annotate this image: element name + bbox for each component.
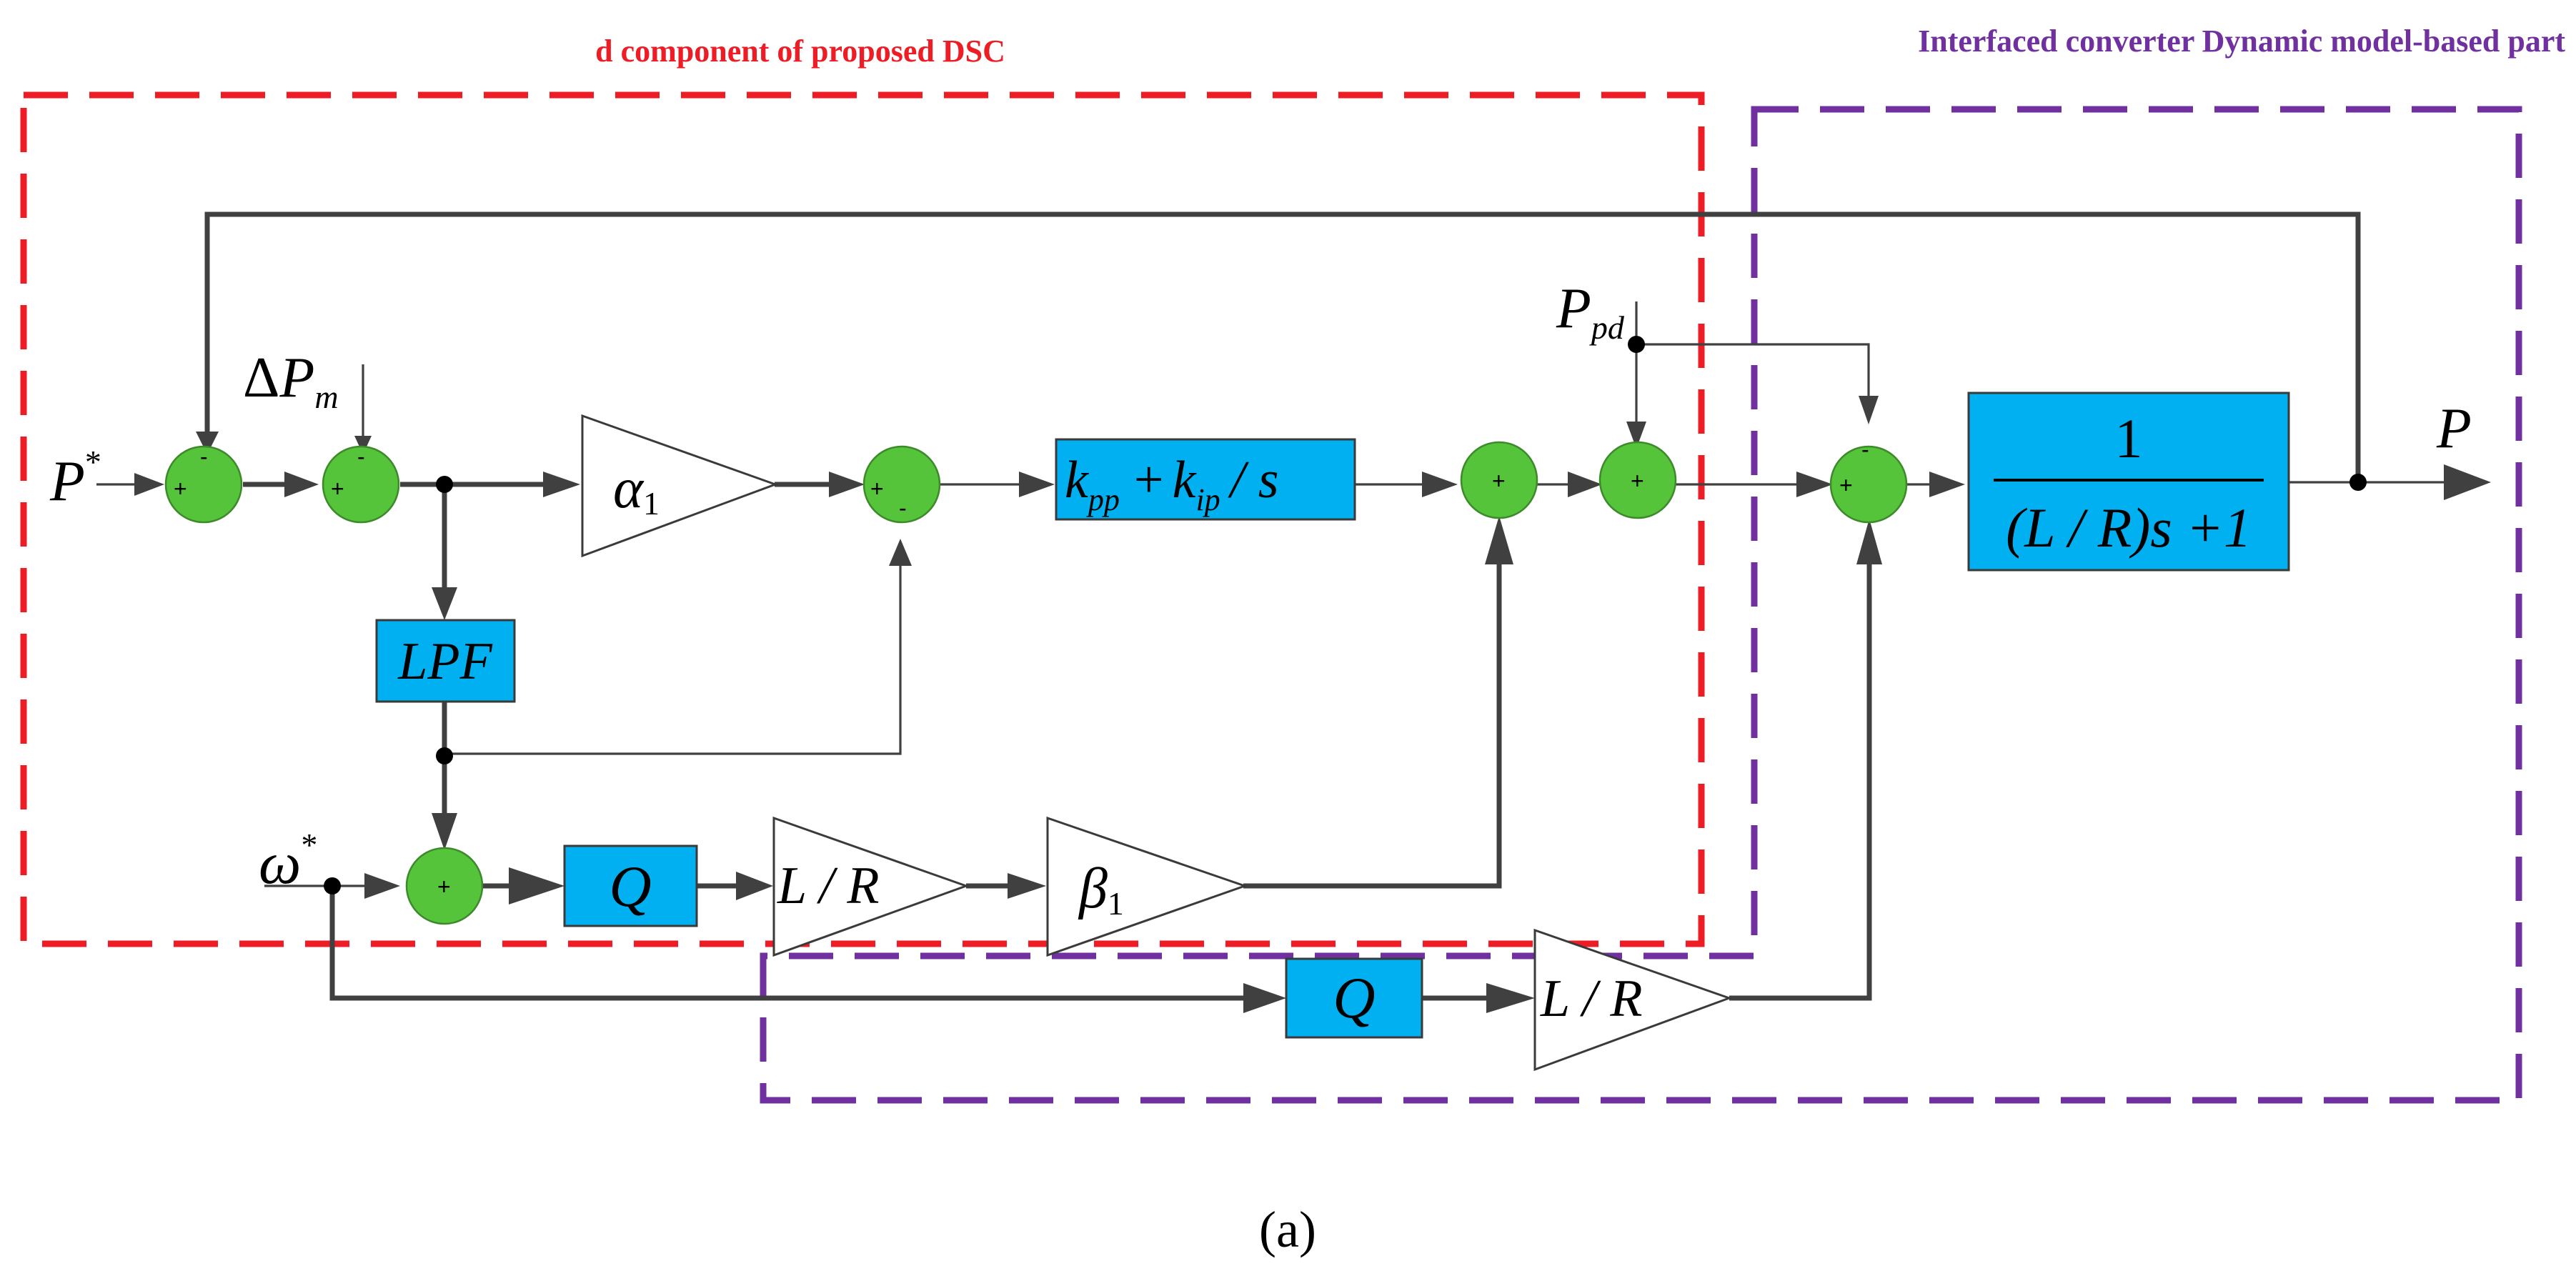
summer-3-plus: + xyxy=(870,476,884,502)
arrowhead-beta-s4 xyxy=(1485,516,1513,564)
junction-dot-s2-out xyxy=(436,476,453,493)
q-block-upper: Q xyxy=(563,844,698,927)
arrowhead-lowergain-s6 xyxy=(1856,519,1882,564)
gain-lr-upper-label: L / R xyxy=(777,857,880,915)
wire-lpf-s3 xyxy=(444,557,902,755)
arrowhead-alpha-s3 xyxy=(829,472,865,497)
signal-omega-ref: ω* xyxy=(259,827,317,897)
summer-6: + - xyxy=(1829,437,1908,524)
left-region-title: d component of proposed DSC xyxy=(595,34,1005,69)
arrowhead-s4-s5 xyxy=(1568,472,1602,497)
arrowhead-q-gain xyxy=(736,872,773,900)
arrowhead-top-feedback xyxy=(196,432,219,454)
summer-1: + - xyxy=(164,444,243,524)
beta-gain-block: β1 xyxy=(1046,816,1248,957)
arrowhead-s2-alpha xyxy=(543,472,580,497)
arrowhead-s5-s6 xyxy=(1796,472,1833,497)
converter-region-box xyxy=(760,106,2522,1104)
gain-lr-lower-label: L / R xyxy=(1540,970,1643,1028)
junction-dot-lpf-out xyxy=(436,747,453,764)
arrowhead-node-s7 xyxy=(432,813,457,850)
summer-3: + - xyxy=(862,445,941,524)
lpf-block: LPF xyxy=(375,619,516,703)
summer-6-plus: + xyxy=(1839,472,1853,498)
wire-ppd-branch xyxy=(1636,343,1870,400)
beta-label: β1 xyxy=(1078,857,1124,922)
junction-dot-output xyxy=(2349,474,2367,491)
gain-lr-lower: L / R xyxy=(1533,928,1733,1072)
arrowhead-gain-beta xyxy=(1008,873,1046,899)
summer-3-minus: - xyxy=(899,495,907,521)
summer-1-minus: - xyxy=(200,444,208,469)
tf-denominator: (L / R)s +1 xyxy=(2006,497,2252,559)
alpha-gain-block: α1 xyxy=(581,414,779,558)
summer-5-plus: + xyxy=(1631,468,1644,494)
arrowhead-s1-s2 xyxy=(284,472,319,497)
arrowhead-omega-s7 xyxy=(364,873,400,899)
junction-dot-omega xyxy=(324,877,341,894)
arrowhead-s7-q xyxy=(509,867,565,904)
signal-p-ref: P* xyxy=(49,444,101,513)
junction-dot-ppd xyxy=(1628,336,1645,353)
arrowhead-s3-pi xyxy=(1019,472,1055,497)
arrowhead-pi-s4 xyxy=(1422,472,1458,497)
signal-p-out: P xyxy=(2436,397,2472,460)
wire-beta-s4 xyxy=(1243,550,1502,889)
figure-caption: (a) xyxy=(1259,1201,1316,1258)
arrowhead-delta-pm xyxy=(354,436,372,454)
summer-4: + xyxy=(1460,441,1538,519)
transfer-function-block: 1 (L / R)s +1 xyxy=(1967,392,2290,572)
tf-numerator: 1 xyxy=(2115,407,2143,469)
dsc-region-box xyxy=(20,91,1705,947)
summer-6-minus: - xyxy=(1861,437,1869,462)
arrowhead-lowerq-gain xyxy=(1486,983,1535,1013)
arrowhead-p-out xyxy=(2444,464,2491,500)
right-region-title: Interfaced converter Dynamic model-based… xyxy=(1918,24,2565,59)
summer-7: + xyxy=(405,847,484,925)
summer-1-plus: + xyxy=(174,476,187,502)
summer-4-plus: + xyxy=(1492,468,1506,494)
summer-5: + xyxy=(1598,441,1677,519)
summer-7-plus: + xyxy=(437,874,451,899)
arrowhead-lpf-in xyxy=(432,587,457,620)
alpha-label: α1 xyxy=(613,457,660,522)
wire-top-feedback xyxy=(204,211,2361,482)
wire-lowergain-s6 xyxy=(1729,550,1872,1001)
arrowhead-lower-q xyxy=(1243,983,1286,1013)
pi-controller-block: kpp+kip/ s xyxy=(1055,438,1356,521)
wire-omega-lower xyxy=(329,886,1250,1001)
signal-p-pd: Ppd xyxy=(1556,277,1625,346)
signal-delta-pm: ΔPm xyxy=(243,347,339,415)
summer-2: + - xyxy=(322,444,400,524)
summer-2-plus: + xyxy=(331,476,344,502)
gain-lr-upper: L / R xyxy=(772,816,970,957)
arrowhead-ppd-s6 xyxy=(1859,396,1879,424)
arrowhead-lpf-s3 xyxy=(889,539,912,566)
pi-label: kpp+kip/ s xyxy=(1065,451,1279,517)
q-upper-label: Q xyxy=(609,854,651,919)
arrowhead-ppd-s5 xyxy=(1626,422,1646,449)
q-lower-label: Q xyxy=(1333,965,1375,1030)
q-block-lower: Q xyxy=(1285,957,1423,1039)
arrowhead-p-ref xyxy=(134,473,164,496)
arrowhead-s6-tf xyxy=(1929,472,1965,497)
summer-2-minus: - xyxy=(357,444,365,469)
lpf-label: LPF xyxy=(397,632,492,691)
